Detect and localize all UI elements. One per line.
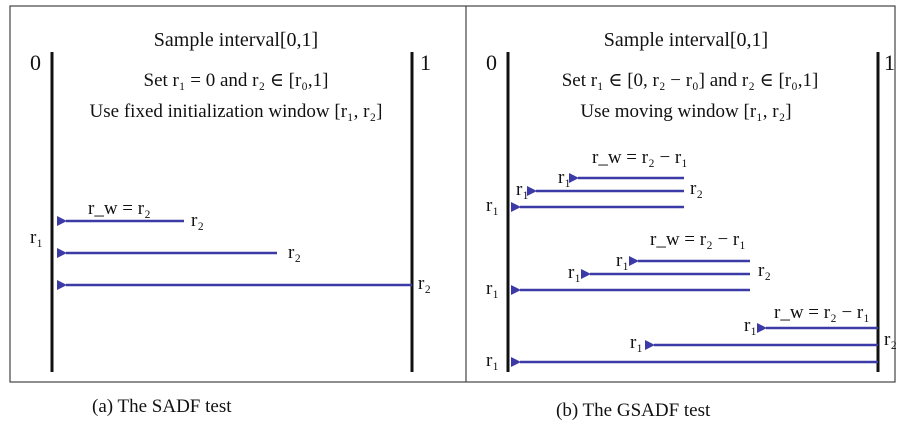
panel-b: Sample interval[0,1] 0 1 Set r₁ ∈ [0, r₂… [486, 29, 897, 372]
panel-a-arrow-1-r2: r₂ [191, 210, 204, 231]
panel-b-g1-r1-b: r₁ [516, 179, 529, 200]
diagram-frame [9, 5, 896, 383]
panel-b-g2-r1-a: r₁ [616, 250, 629, 271]
panel-a-zero: 0 [30, 50, 41, 75]
panel-b-g3-rw-label: r_w = r₂ − r₁ [774, 302, 870, 323]
panel-b-g1-r1-a: r₁ [558, 167, 571, 188]
panel-b-g2-r1-c: r₁ [486, 278, 499, 299]
panel-b-rule-line1: Set r₁ ∈ [0, r₂ − r₀] and r₂ ∈ [r₀,1] [562, 70, 819, 91]
panel-b-g3-r1-b: r₁ [630, 332, 643, 353]
panel-b-g1-rw-label: r_w = r₂ − r₁ [592, 147, 688, 168]
panel-a-rule-line1: Set r₁ = 0 and r₂ ∈ [r₀,1] [144, 70, 329, 91]
panel-b-g2-rw-label: r_w = r₂ − r₁ [650, 229, 746, 250]
panel-a-arrow-3-r2: r₂ [418, 273, 431, 294]
panel-b-g1-r2: r₂ [690, 178, 703, 199]
panel-a: Sample interval[0,1] 0 1 Set r₁ = 0 and … [30, 29, 431, 372]
panel-a-r1-label: r₁ [30, 227, 43, 248]
panel-b-g3-r1-c: r₁ [486, 350, 499, 371]
panel-a-caption: (a) The SADF test [92, 396, 232, 417]
panel-b-g3-r1-a: r₁ [744, 315, 757, 336]
panel-b-rule-line2: Use moving window [r₁, r₂] [580, 101, 791, 122]
panel-a-rw-label: r_w = r₂ [88, 198, 151, 219]
panel-b-title: Sample interval[0,1] [604, 29, 768, 51]
panel-b-zero: 0 [486, 50, 497, 75]
panel-b-g1-r1-c: r₁ [486, 195, 499, 216]
panel-a-rule-line2: Use fixed initialization window [r₁, r₂] [90, 101, 383, 122]
panel-b-caption: (b) The GSADF test [556, 400, 711, 421]
panel-b-g3-r2: r₂ [884, 329, 897, 350]
panel-b-g2-r2: r₂ [758, 260, 771, 281]
panel-a-arrow-2-r2: r₂ [288, 242, 301, 263]
panel-a-one: 1 [420, 50, 431, 75]
panel-a-title: Sample interval[0,1] [154, 29, 318, 51]
panel-b-one: 1 [884, 50, 895, 75]
panel-b-g2-r1-b: r₁ [568, 262, 581, 283]
